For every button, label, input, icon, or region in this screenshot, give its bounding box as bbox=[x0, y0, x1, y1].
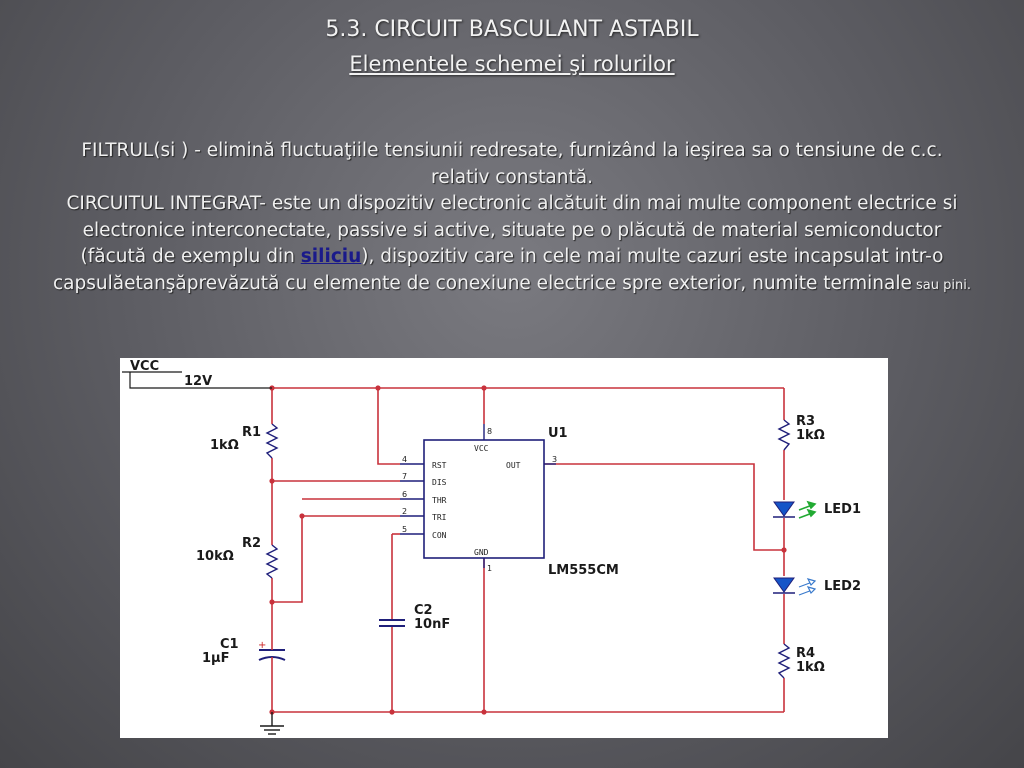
junction-dot bbox=[781, 547, 787, 553]
junction-dot bbox=[481, 709, 487, 715]
r3-value-label: 1kΩ bbox=[796, 428, 825, 443]
siliciu-link[interactable]: siliciu bbox=[300, 246, 362, 268]
pin-label-thr: THR bbox=[432, 496, 447, 505]
paragraph-circuit-integrat: CIRCUITUL INTEGRAT- este un dispozitiv e… bbox=[50, 191, 974, 299]
led1-diode-symbol bbox=[773, 500, 817, 519]
r2-value-label: 10kΩ bbox=[196, 549, 234, 564]
paragraph-text-post: ), dispozitiv care in cele mai multe caz… bbox=[53, 246, 944, 294]
vcc-source: VCC 12V bbox=[122, 359, 272, 389]
led2-diode-symbol bbox=[773, 577, 817, 596]
r1-value-label: 1kΩ bbox=[210, 438, 239, 453]
c2-value-label: 10nF bbox=[414, 617, 450, 632]
r4-ref-label: R4 bbox=[796, 646, 815, 661]
pin-number-thr: 6 bbox=[402, 490, 407, 499]
junction-dot bbox=[375, 385, 381, 391]
c1-plus-sign: + bbox=[258, 640, 266, 651]
pin-number-gnd: 1 bbox=[487, 564, 492, 573]
pin-number-con: 5 bbox=[402, 525, 407, 534]
led2-ref-label: LED2 bbox=[824, 579, 861, 594]
paragraph-text-pre: CIRCUITUL INTEGRAT- este un dispozitiv e… bbox=[66, 193, 958, 268]
led2-light-rays-icon bbox=[798, 578, 817, 596]
vcc-value: 12V bbox=[184, 374, 212, 389]
pin-label-out: OUT bbox=[506, 461, 521, 470]
junction-dot bbox=[269, 478, 275, 484]
pin-number-tri: 2 bbox=[402, 507, 407, 516]
wire-tri bbox=[272, 515, 400, 603]
led1-ref-label: LED1 bbox=[824, 502, 861, 517]
c2-ref-label: C2 bbox=[414, 603, 433, 618]
r1-resistor-symbol bbox=[265, 423, 279, 459]
c2-capacitor-symbol bbox=[379, 619, 405, 627]
r3-resistor-symbol bbox=[777, 419, 791, 451]
paragraph-text-small: sau pini. bbox=[911, 277, 971, 293]
pin-label-dis: DIS bbox=[432, 478, 447, 487]
pin-number-dis: 7 bbox=[402, 472, 407, 481]
vcc-label: VCC bbox=[130, 359, 159, 374]
r2-resistor-symbol bbox=[265, 544, 279, 579]
wire-out bbox=[544, 463, 784, 551]
r1-ref-label: R1 bbox=[242, 425, 261, 440]
r3-ref-label: R3 bbox=[796, 414, 815, 429]
pin-label-vcc: VCC bbox=[474, 444, 489, 453]
ic-lm555-body bbox=[423, 439, 545, 559]
pin-number-rst: 4 bbox=[402, 455, 407, 464]
wire-rst bbox=[377, 388, 400, 465]
pin-number-out: 3 bbox=[552, 455, 557, 464]
r4-value-label: 1kΩ bbox=[796, 660, 825, 675]
c1-capacitor-symbol: + bbox=[258, 636, 286, 671]
slide-subtitle: Elementele schemei şi rolurilor bbox=[349, 52, 675, 76]
r2-ref-label: R2 bbox=[242, 536, 261, 551]
junction-dot bbox=[299, 513, 305, 519]
junction-dot bbox=[269, 599, 275, 605]
schematic-diagram: VCC 12V + bbox=[120, 358, 888, 738]
pin-number-vcc: 8 bbox=[487, 427, 492, 436]
pin-label-rst: RST bbox=[432, 461, 447, 470]
ic-part-label: LM555CM bbox=[548, 563, 619, 578]
paragraph-filtrul: FILTRUL(si ) - elimină fluctuaţiile tens… bbox=[81, 140, 943, 188]
slide-title: 5.3. CIRCUIT BASCULANT ASTABIL bbox=[325, 17, 699, 42]
c1-value-label: 1µF bbox=[202, 651, 230, 666]
pin-label-con: CON bbox=[432, 531, 447, 540]
pin-label-gnd: GND bbox=[474, 548, 489, 557]
led1-light-rays-icon bbox=[798, 500, 817, 519]
wires bbox=[271, 387, 785, 713]
junction-dot bbox=[481, 385, 487, 391]
junction-dot bbox=[389, 709, 395, 715]
ic-ref-label: U1 bbox=[548, 426, 568, 441]
ic-pin-leads bbox=[400, 424, 556, 568]
schematic-svg: VCC 12V + bbox=[122, 359, 861, 735]
pin-label-tri: TRI bbox=[432, 513, 447, 522]
r4-resistor-symbol bbox=[777, 643, 791, 679]
c1-ref-label: C1 bbox=[220, 637, 239, 652]
ground-icon bbox=[260, 712, 284, 735]
slide-body: FILTRUL(si ) - elimină fluctuaţiile tens… bbox=[50, 138, 974, 300]
